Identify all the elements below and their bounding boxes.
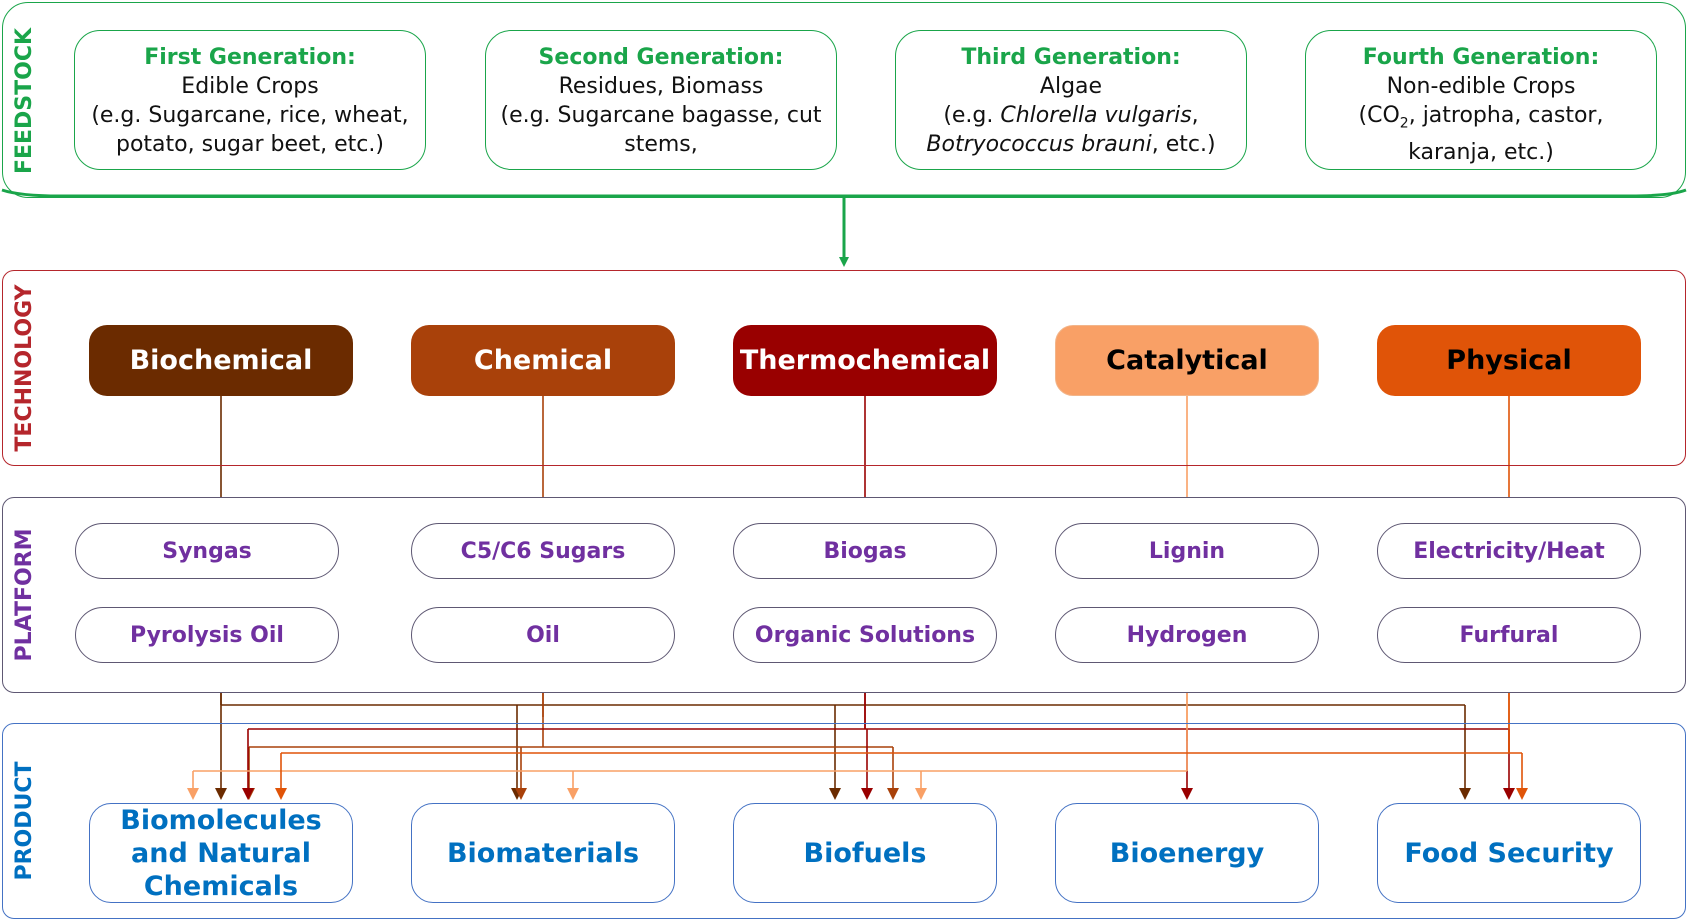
feedstock-label: FEEDSTOCK xyxy=(12,27,37,175)
product-biofuels: Biofuels xyxy=(733,803,997,903)
arrow-head xyxy=(567,788,579,800)
tech-chemical: Chemical xyxy=(411,325,675,396)
arrow-head xyxy=(275,788,287,800)
tech-biochemical: Biochemical xyxy=(89,325,353,396)
feedstock-examples: karanja, etc.) xyxy=(1408,140,1554,166)
product-food-security: Food Security xyxy=(1377,803,1641,903)
technology-label: TECHNOLOGY xyxy=(12,284,37,452)
feedstock-first-generation: First Generation: Edible Crops (e.g. Sug… xyxy=(74,30,426,170)
product-label: PRODUCT xyxy=(12,761,37,881)
platform-electricity-heat: Electricity/Heat xyxy=(1377,523,1641,579)
platform-section xyxy=(2,497,1686,693)
platform-lignin: Lignin xyxy=(1055,523,1319,579)
feedstock-title: First Generation: xyxy=(144,45,356,70)
feedstock-examples: (e.g. Sugarcane, rice, wheat, xyxy=(91,103,409,128)
platform-syngas: Syngas xyxy=(75,523,339,579)
feedstock-title: Third Generation: xyxy=(961,45,1181,70)
arrow-head xyxy=(1503,788,1515,800)
platform-furfural: Furfural xyxy=(1377,607,1641,663)
tech-catalytical: Catalytical xyxy=(1055,325,1319,396)
platform-biogas: Biogas xyxy=(733,523,997,579)
feedstock-title: Fourth Generation: xyxy=(1362,45,1600,70)
arrow-head xyxy=(887,788,899,800)
tech-physical: Physical xyxy=(1377,325,1641,396)
arrow-head xyxy=(1181,788,1193,800)
feedstock-examples: potato, sugar beet, etc.) xyxy=(116,132,384,157)
arrow-head xyxy=(1459,788,1471,800)
arrow-head xyxy=(242,788,254,800)
feedstock-fourth-generation: Fourth Generation: Non-edible Crops (CO2… xyxy=(1305,30,1657,170)
tech-thermochemical: Thermochemical xyxy=(733,325,997,396)
feedstock-examples: (e.g. Chlorella vulgaris, xyxy=(943,103,1199,128)
platform-c5-c6-sugars: C5/C6 Sugars xyxy=(411,523,675,579)
arrow-head xyxy=(829,788,841,800)
arrow-head xyxy=(515,788,527,800)
feedstock-subtitle: Non-edible Crops xyxy=(1386,74,1576,99)
arrow-head xyxy=(215,788,227,800)
product-bioenergy: Bioenergy xyxy=(1055,803,1319,903)
product-biomolecules: Biomolecules and Natural Chemicals xyxy=(89,803,353,903)
feedstock-subtitle: Edible Crops xyxy=(181,74,319,99)
feedstock-title: Second Generation: xyxy=(538,45,784,70)
arrow-head xyxy=(915,788,927,800)
feedstock-examples: stems, xyxy=(624,132,698,157)
platform-organic-solutions: Organic Solutions xyxy=(733,607,997,663)
arrow-head xyxy=(861,788,873,800)
product-section xyxy=(2,723,1686,919)
platform-oil: Oil xyxy=(411,607,675,663)
technology-section xyxy=(2,270,1686,466)
arrow-head xyxy=(187,788,199,800)
feedstock-subtitle: Algae xyxy=(1039,74,1103,99)
platform-label: PLATFORM xyxy=(12,528,37,662)
feedstock-examples: Botryococcus brauni, etc.) xyxy=(926,132,1216,157)
feedstock-second-generation: Second Generation: Residues, Biomass (e.… xyxy=(485,30,837,170)
feedstock-examples: (e.g. Sugarcane bagasse, cut xyxy=(500,103,822,128)
platform-pyrolysis-oil: Pyrolysis Oil xyxy=(75,607,339,663)
arrow-head xyxy=(1516,788,1528,800)
feedstock-third-generation: Third Generation: Algae (e.g. Chlorella … xyxy=(895,30,1247,170)
feedstock-section xyxy=(2,2,1686,198)
feedstock-subtitle: Residues, Biomass xyxy=(558,74,764,99)
feedstock-examples: (CO2, jatropha, castor, xyxy=(1358,103,1604,132)
platform-hydrogen: Hydrogen xyxy=(1055,607,1319,663)
product-biomaterials: Biomaterials xyxy=(411,803,675,903)
